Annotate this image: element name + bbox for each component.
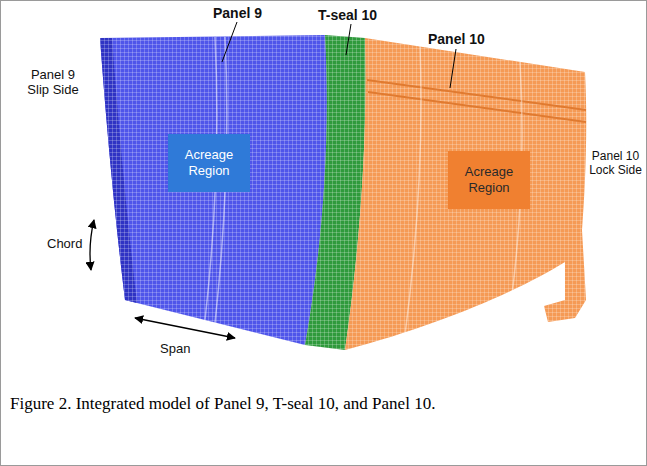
mesh-overlay — [100, 35, 327, 345]
direction-label: Span — [160, 342, 190, 357]
leader-line — [222, 22, 237, 62]
direction-label: Chord — [47, 237, 82, 252]
region-name: Acreage Region — [168, 147, 250, 178]
leader-line — [450, 49, 456, 88]
region-box: Acreage Region — [448, 151, 530, 209]
panel-9-mesh — [100, 35, 327, 345]
part-name: Panel 10 — [428, 31, 485, 47]
region-box: Acreage Region — [168, 134, 250, 192]
edge-name: Panel 9 Slip Side — [22, 68, 84, 98]
mesh-overlay — [345, 38, 586, 350]
part-name: T-seal 10 — [318, 7, 377, 23]
chord-arrow — [90, 220, 94, 270]
leader-line — [346, 24, 351, 55]
panel-10-mesh — [345, 38, 586, 350]
region-name: Acreage Region — [448, 164, 530, 195]
edge-name: Panel 10 Lock Side — [588, 150, 643, 178]
figure-caption: Figure 2. Integrated model of Panel 9, T… — [10, 392, 460, 417]
span-arrow — [135, 318, 235, 338]
mesh-stiffener — [367, 80, 586, 122]
part-name: Panel 9 — [213, 5, 262, 21]
